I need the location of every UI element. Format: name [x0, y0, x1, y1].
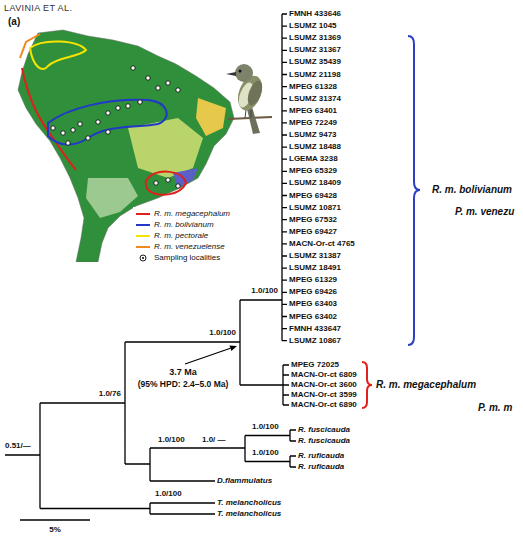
species-label: R. fuscicauda	[298, 425, 350, 435]
support-value: 1.0/100	[251, 286, 278, 296]
tree-branches	[5, 14, 296, 514]
legend-row: R. m. pectorale	[135, 230, 230, 241]
scale-bar	[20, 519, 90, 520]
scale-label: 5%	[49, 525, 61, 535]
clade-label: P. m. m	[478, 402, 512, 414]
support-value: 0.51/—	[5, 441, 31, 451]
legend-sample	[135, 221, 151, 229]
range-outline	[48, 100, 167, 145]
specimen-label: MPEG 63402	[289, 312, 337, 322]
support-value: 1.0/ —	[202, 435, 226, 445]
specimen-label: LSUMZ 9473	[289, 130, 337, 140]
species-label: D.flammulatus	[217, 476, 272, 486]
specimen-label: MPEG 67532	[289, 215, 337, 225]
species-label: R. ruficauda	[298, 451, 344, 461]
biome-patch	[196, 98, 226, 136]
specimen-label: MACN-Or-ct 3599	[291, 390, 357, 400]
specimen-label: MPEG 65329	[289, 166, 337, 176]
support-value: 1.0/100	[252, 422, 279, 432]
bird-illustration	[226, 55, 274, 135]
support-value: 1.0/100	[209, 328, 236, 338]
continent	[18, 30, 234, 262]
legend-row: Sampling localities	[135, 252, 230, 263]
age-arrow	[185, 348, 230, 364]
legend-text: R. m. megacephalum	[154, 209, 230, 218]
legend-sample	[135, 232, 151, 240]
support-value: 1.0/100	[155, 489, 182, 499]
specimen-label: MPEG 69427	[289, 227, 337, 237]
support-value: 1.0/100	[158, 435, 185, 445]
legend-text: R. m. bolivianum	[154, 220, 214, 229]
range-outline	[20, 34, 40, 58]
specimen-label: MPEG 72249	[289, 118, 337, 128]
specimen-label: LSUMZ 31374	[289, 94, 341, 104]
legend-row: R. m. venezuelense	[135, 241, 230, 252]
specimen-label: LSUMZ 21198	[289, 70, 341, 80]
species-label: T. melancholicus	[217, 509, 281, 519]
legend-text: R. m. venezuelense	[154, 242, 225, 251]
specimen-label: LSUMZ 18491	[289, 263, 341, 273]
specimen-label: LSUMZ 18488	[289, 142, 341, 152]
sampling-dots	[51, 66, 180, 188]
specimen-label: LSUMZ 31387	[289, 251, 341, 261]
clade-label: R. m. bolivianum	[432, 184, 512, 196]
legend-text: Sampling localities	[154, 253, 220, 262]
specimen-label: LSUMZ 10871	[289, 203, 341, 213]
age-interval: (95% HPD: 2.4–5.0 Ma)	[138, 379, 229, 389]
specimen-label: MPEG 61328	[289, 82, 337, 92]
clade-bracket	[408, 36, 420, 345]
species-label: R. fuscicauda	[298, 436, 350, 446]
specimen-label: MPEG 63401	[289, 106, 337, 116]
specimen-label: FMNH 433646	[289, 9, 341, 19]
specimen-label: MACN-Or-ct 6890	[291, 400, 357, 410]
range-outline	[22, 68, 76, 170]
support-value: 1.0/100	[252, 448, 279, 458]
specimen-label: LSUMZ 31369	[289, 33, 341, 43]
specimen-label: MPEG 61329	[289, 275, 337, 285]
range-outline	[146, 172, 186, 195]
species-label: T. melancholicus	[217, 498, 281, 508]
running-header: LAVINIA ET AL.	[4, 3, 72, 13]
clade-label: R. m. megacephalum	[376, 379, 476, 391]
specimen-label: MACN-Or-ct 6809	[291, 370, 357, 380]
specimen-label: MPEG 72025	[291, 360, 339, 370]
legend-row: R. m. megacephalum	[135, 208, 230, 219]
clade-label: P. m. venezu	[455, 206, 514, 218]
species-label: R. ruficauda	[298, 462, 344, 472]
specimen-label: LSUMZ 18409	[289, 178, 341, 188]
support-value: 1.0/76	[99, 389, 121, 399]
specimen-label: LSUMZ 10867	[289, 336, 341, 346]
specimen-label: MPEG 69428	[289, 191, 337, 201]
legend-text: R. m. pectorale	[154, 231, 208, 240]
age-arrowhead	[229, 346, 237, 352]
specimen-label: MPEG 69426	[289, 287, 337, 297]
specimen-label: MACN-Or-ct 4765	[289, 239, 355, 249]
panel-label: (a)	[8, 16, 20, 27]
specimen-label: LGEMA 3238	[289, 154, 338, 164]
legend-sample	[135, 210, 151, 218]
legend-sample	[135, 254, 151, 262]
specimen-label: FMNH 433647	[289, 324, 341, 334]
specimen-label: MACN-Or-ct 3600	[291, 380, 357, 390]
map-legend: R. m. megacephalum R. m. bolivianum R. m. …	[133, 207, 233, 264]
biome-patch	[86, 178, 138, 218]
specimen-label: LSUMZ 31367	[289, 45, 341, 55]
age-estimate: 3.7 Ma	[169, 367, 197, 378]
range-outline	[30, 41, 86, 69]
legend-sample	[135, 243, 151, 251]
specimen-label: LSUMZ 1045	[289, 21, 337, 31]
specimen-label: LSUMZ 35439	[289, 57, 341, 67]
legend-row: R. m. bolivianum	[135, 219, 230, 230]
specimen-label: MPEG 63403	[289, 299, 337, 309]
clade-bracket	[362, 362, 372, 408]
